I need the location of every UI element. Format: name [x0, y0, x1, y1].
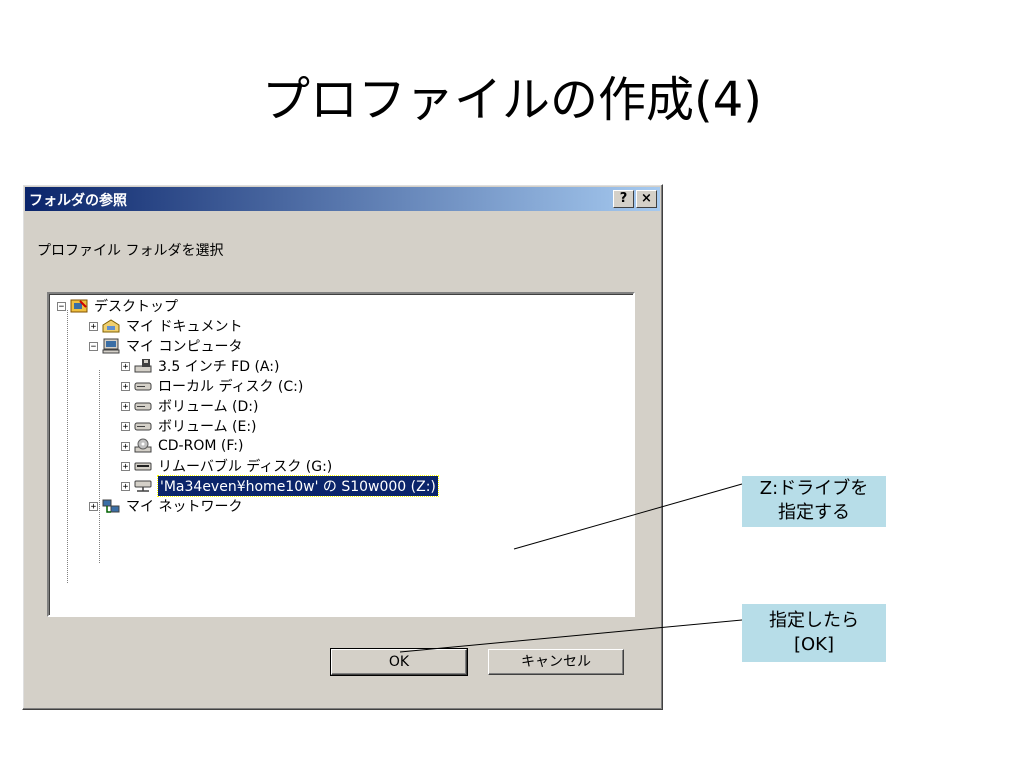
tree-item-label: マイ ドキュメント — [126, 319, 243, 335]
callout-select-drive: Z:ドライブを 指定する — [742, 476, 886, 527]
dialog-titlebar: フォルダの参照 ? × — [25, 187, 660, 211]
expand-icon[interactable]: + — [121, 381, 130, 392]
tree-item-label: デスクトップ — [94, 299, 178, 315]
cancel-button[interactable]: キャンセル — [488, 649, 624, 675]
removable-disk-icon — [134, 462, 152, 471]
callout-text: 指定したら — [769, 610, 859, 631]
tree-item-label: マイ ネットワーク — [126, 499, 243, 515]
expand-icon[interactable]: + — [121, 481, 130, 492]
network-drive-icon — [134, 480, 152, 492]
callout-press-ok: 指定したら [OK] — [742, 604, 886, 662]
dialog-prompt: プロファイル フォルダを選択 — [37, 243, 224, 259]
tree-item-label: マイ コンピュータ — [126, 339, 243, 355]
my-computer-icon — [102, 338, 120, 354]
tree-item-label: 'Ma34even¥home10w' の S10w000 (Z:) — [157, 475, 439, 497]
callout-leader-line-ok — [399, 619, 743, 653]
slide-title: プロファイルの作成(4) — [262, 72, 762, 128]
tree-item-label: ボリューム (E:) — [158, 419, 257, 435]
dialog-title: フォルダの参照 — [29, 193, 127, 209]
tree-item[interactable]: + マイ ネットワーク — [89, 496, 242, 516]
hard-drive-icon — [134, 382, 152, 391]
tree-item[interactable]: − デスクトップ — [57, 296, 178, 316]
tree-item[interactable]: + リムーバブル ディスク (G:) — [121, 456, 332, 476]
hard-drive-icon — [134, 402, 152, 411]
callout-leader-line-drive — [513, 483, 743, 550]
tree-item[interactable]: + ローカル ディスク (C:) — [121, 376, 303, 396]
callout-text: [OK] — [793, 634, 835, 655]
ok-button[interactable]: OK — [330, 648, 468, 676]
folder-tree[interactable]: − デスクトップ + マイ ドキュメント − マイ コンピュータ + 3.5 イ… — [47, 292, 635, 617]
my-documents-icon — [102, 319, 120, 333]
callout-text: 指定する — [778, 502, 850, 523]
desktop-icon — [70, 299, 88, 313]
expand-icon[interactable]: + — [121, 401, 130, 412]
collapse-icon[interactable]: − — [89, 341, 98, 352]
help-button[interactable]: ? — [613, 190, 634, 208]
expand-icon[interactable]: + — [89, 501, 98, 512]
tree-item[interactable]: + CD-ROM (F:) — [121, 436, 244, 456]
tree-item[interactable]: + ボリューム (D:) — [121, 396, 258, 416]
tree-item[interactable]: + マイ ドキュメント — [89, 316, 242, 336]
tree-item[interactable]: + 3.5 インチ FD (A:) — [121, 356, 279, 376]
collapse-icon[interactable]: − — [57, 301, 66, 312]
expand-icon[interactable]: + — [121, 461, 130, 472]
floppy-drive-icon — [134, 359, 152, 373]
tree-item-label: リムーバブル ディスク (G:) — [158, 459, 333, 475]
tree-item-label: CD-ROM (F:) — [158, 438, 244, 454]
my-network-icon — [102, 499, 120, 513]
tree-item-label: ローカル ディスク (C:) — [158, 379, 304, 395]
expand-icon[interactable]: + — [121, 361, 130, 372]
tree-item[interactable]: + ボリューム (E:) — [121, 416, 257, 436]
tree-item-label: ボリューム (D:) — [158, 399, 259, 415]
tree-item-selected[interactable]: + 'Ma34even¥home10w' の S10w000 (Z:) — [121, 475, 439, 497]
tree-item-label: 3.5 インチ FD (A:) — [158, 359, 280, 375]
close-button[interactable]: × — [636, 190, 657, 208]
tree-item[interactable]: − マイ コンピュータ — [89, 336, 242, 356]
expand-icon[interactable]: + — [121, 441, 130, 452]
expand-icon[interactable]: + — [89, 321, 98, 332]
cdrom-drive-icon — [134, 438, 152, 453]
hard-drive-icon — [134, 422, 152, 431]
browse-folder-dialog: フォルダの参照 ? × プロファイル フォルダを選択 − デスクトップ + マイ… — [22, 184, 663, 710]
callout-text: Z:ドライブを — [759, 478, 869, 499]
expand-icon[interactable]: + — [121, 421, 130, 432]
